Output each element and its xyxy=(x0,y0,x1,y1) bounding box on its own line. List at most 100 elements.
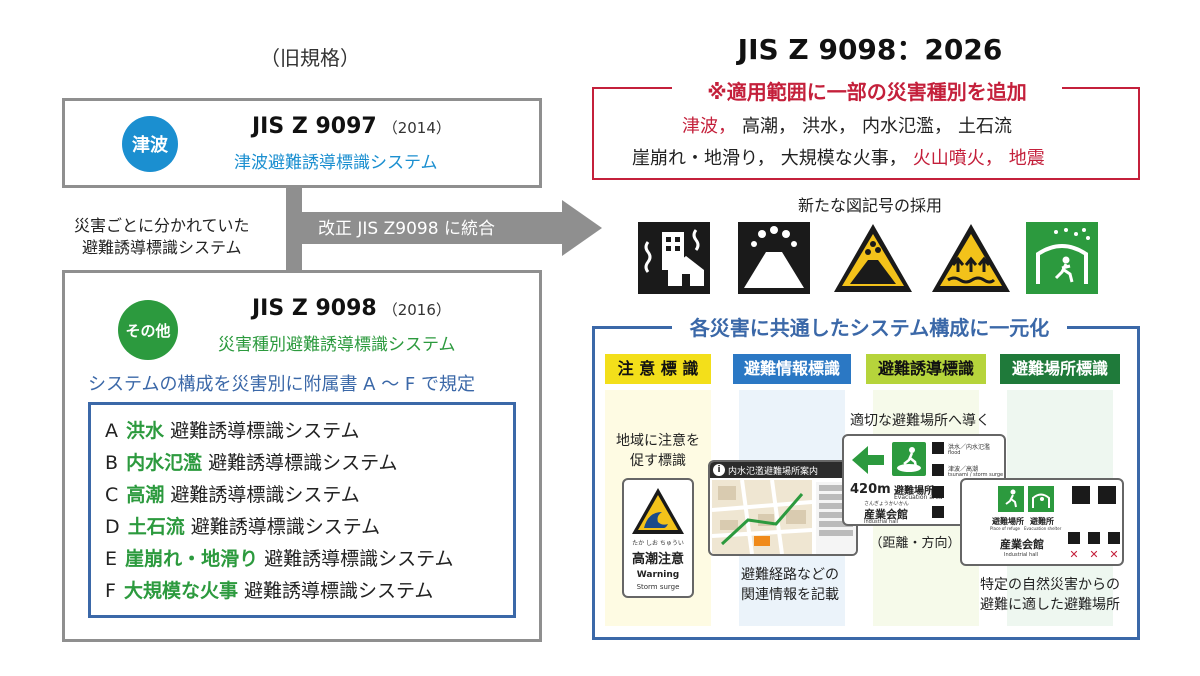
guide-caption: 適切な避難場所へ導く xyxy=(850,413,990,429)
jis-z9097-year: （2014） xyxy=(382,119,451,137)
evacuation-guide-sign: 420m 避難場所 Evacuation area さんぎょうかいかん 産業会館… xyxy=(842,434,1006,526)
new-standard-title: JIS Z 9098：2026 xyxy=(737,33,1003,66)
annex-suffix: 避難誘導標識システム xyxy=(264,548,454,570)
tsunami-badge-label: 津波 xyxy=(132,135,168,156)
old-standard-title: （旧規格） xyxy=(260,46,360,70)
guide-hazard2: 津波／高潮 xyxy=(948,466,979,473)
tsunami-icon xyxy=(932,464,944,476)
hazard-icon-1 xyxy=(1072,486,1090,504)
caution-text-line2: 促す標識 xyxy=(630,453,686,469)
annex-suffix: 避難誘導標識システム xyxy=(190,516,381,538)
annex-keyword: 崖崩れ・地滑り xyxy=(125,548,259,570)
annex-letter: B xyxy=(105,452,119,474)
place-title2: 避難所 xyxy=(1030,517,1054,526)
other-badge-label: その他 xyxy=(125,321,171,340)
caution-sign-label: 注 意 標 識 xyxy=(605,354,711,384)
annex-keyword: 内水氾濫 xyxy=(126,452,203,474)
scope-hazard-row2-3: 地震 xyxy=(1008,148,1045,169)
scope-row2: 崖崩れ・地滑り，大規模な火事，火山噴火，地震 xyxy=(632,144,1051,170)
not-suitable-icon-3: ✕ xyxy=(1109,548,1119,561)
scope-hazard-row2-2: 火山噴火， xyxy=(912,148,1003,169)
guide-note: （距離・方向） xyxy=(869,536,961,551)
annex-item-d: D 土石流避難誘導標識システム xyxy=(105,511,513,543)
place-title1-en: Place of refuge xyxy=(990,526,1020,531)
scope-hazard-row1-4: 土石流 xyxy=(958,116,1012,137)
storm-surge-caution-sign: たか しお ちゅうい 高潮注意 Warning Storm surge xyxy=(622,478,694,598)
symbols-caption: 新たな図記号の採用 xyxy=(797,196,942,215)
annex-item-c: C 高潮避難誘導標識システム xyxy=(105,479,513,511)
guide-place: 避難場所 xyxy=(894,486,934,497)
scope-hazard-row1-2: 洪水， xyxy=(802,116,856,137)
scope-hazard-row2-0: 崖崩れ・地滑り， xyxy=(632,148,775,169)
info-icon: i xyxy=(713,464,725,476)
jis-z9098-subtitle: 災害種別避難誘導標識システム xyxy=(218,335,456,355)
annex-description: システムの構成を災害別に附属書 A ～ F で規定 xyxy=(88,374,476,395)
volcano-icon xyxy=(738,222,810,294)
refuge-place-icon xyxy=(998,486,1024,512)
hazard-icon-2 xyxy=(1098,486,1116,504)
info-map-header xyxy=(710,462,856,478)
merge-arrow-label: 改正 JIS Z9098 に統合 xyxy=(318,219,495,239)
guide-place-en: Evacuation area xyxy=(894,494,943,501)
annex-keyword: 洪水 xyxy=(126,420,165,442)
place-text-line1: 特定の自然災害からの xyxy=(980,577,1120,593)
guide-distance: 420m xyxy=(850,482,891,497)
annex-keyword: 土石流 xyxy=(127,516,185,538)
caution-sign-reading: たか しお ちゅうい xyxy=(632,540,684,547)
landslide-icon xyxy=(932,486,944,498)
not-suitable-icon-1: ✕ xyxy=(1069,548,1079,561)
place-sign-label: 避難場所標識 xyxy=(1000,354,1120,384)
annex-suffix: 避難誘導標識システム xyxy=(244,580,434,602)
guide-sign-label: 避難誘導標識 xyxy=(866,354,986,384)
earthquake-building-icon xyxy=(638,222,710,294)
evacuation-info-map-sign: i 内水氾濫避難場所案内 xyxy=(708,460,858,556)
annex-letter: D xyxy=(105,516,120,538)
arrow-left-icon xyxy=(852,446,884,474)
guide-hall-en: Industrial hall xyxy=(864,519,899,525)
flood-icon xyxy=(932,442,944,454)
scope-box-top-left xyxy=(592,87,672,89)
hazard-icon-5 xyxy=(1108,532,1120,544)
annex-item-f: F 大規模な火事避難誘導標識システム xyxy=(105,575,513,607)
place-hall-en: Industrial hall xyxy=(1004,552,1039,558)
annex-letter: E xyxy=(105,548,118,570)
debris-flow-icon xyxy=(932,506,944,518)
place-title2-en: Evacuation shelter xyxy=(1024,526,1062,531)
scope-row1: 津波，高潮，洪水，内水氾濫，土石流 xyxy=(682,112,1018,138)
guide-hazard1-en: flood xyxy=(948,450,961,456)
guide-hall: 産業会館 xyxy=(864,508,908,521)
annex-letter: F xyxy=(105,580,116,602)
caution-sign-en1: Warning xyxy=(636,570,680,580)
landslide-shelter-icon xyxy=(1026,222,1098,294)
shelter-icon xyxy=(1028,486,1054,512)
tsunami-badge: 津波 xyxy=(122,116,178,172)
scope-hazard-row1-3: 内水氾濫， xyxy=(862,116,952,137)
scope-box xyxy=(592,88,1140,180)
guide-hall-reading: さんぎょうかいかん xyxy=(864,501,909,507)
annex-item-b: B 内水氾濫避難誘導標識システム xyxy=(105,447,513,479)
jis-z9098-title: JIS Z 9098（2016） xyxy=(252,296,451,321)
tsunami-warning-icon xyxy=(932,224,1010,292)
annex-item-e: E 崖崩れ・地滑り避難誘導標識システム xyxy=(105,543,513,575)
caution-text-line1: 地域に注意を xyxy=(616,433,700,449)
info-text-line1: 避難経路などの xyxy=(741,567,839,583)
annex-letter: C xyxy=(105,484,119,506)
info-map-title: 内水氾濫避難場所案内 xyxy=(728,467,819,477)
merge-arrow xyxy=(294,200,602,256)
jis-z9097-name: JIS Z 9097 xyxy=(252,114,377,139)
info-text-line2: 関連情報を記載 xyxy=(741,587,839,603)
scope-hazard-row2-1: 大規模な火事， xyxy=(780,148,907,169)
guide-hazard1: 洪水／内水氾濫 xyxy=(948,444,991,451)
annex-suffix: 避難誘導標識システム xyxy=(208,452,398,474)
place-title1: 避難場所 xyxy=(992,517,1024,526)
not-suitable-icon-2: ✕ xyxy=(1089,548,1099,561)
guide-hazard2-en: tsunami / storm surge xyxy=(948,472,1004,478)
hazard-icon-3 xyxy=(1068,532,1080,544)
scope-hazard-row1-1: 高潮， xyxy=(742,116,796,137)
annex-keyword: 大規模な火事 xyxy=(123,580,238,602)
evacuation-map xyxy=(712,480,812,554)
guide-hazard-panel: 洪水／内水氾濫 flood 津波／高潮 tsunami / storm surg… xyxy=(932,440,1004,524)
place-hazard-grid: ✕ ✕ ✕ xyxy=(1068,486,1122,564)
note-line1: 災害ごとに分かれていた xyxy=(74,216,250,235)
place-hall: 産業会館 xyxy=(1000,538,1044,551)
